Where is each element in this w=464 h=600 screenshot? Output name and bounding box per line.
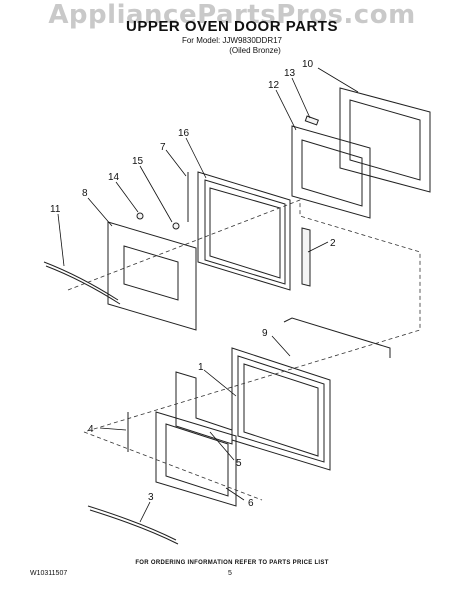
leader-10 bbox=[317, 67, 359, 93]
callout-16: 16 bbox=[178, 128, 190, 139]
callout-3: 3 bbox=[148, 492, 154, 503]
part-10-outer-glass bbox=[339, 87, 431, 193]
part-13-clip bbox=[304, 115, 319, 126]
part-9-wire bbox=[283, 317, 391, 358]
leader-13 bbox=[291, 77, 311, 119]
part-11-handle bbox=[43, 261, 119, 301]
callout-13: 13 bbox=[284, 68, 296, 79]
part-2-hinge bbox=[301, 227, 311, 287]
part-11-handle-edge bbox=[45, 265, 121, 305]
leader-15 bbox=[139, 165, 173, 223]
leader-6 bbox=[225, 487, 245, 501]
part-6-inner-window bbox=[165, 423, 229, 497]
part-1-frame-edge bbox=[237, 355, 325, 463]
leader-3 bbox=[139, 501, 151, 523]
leader-14 bbox=[115, 181, 139, 213]
assembly-line-lower bbox=[83, 431, 263, 501]
part-15-bumper bbox=[172, 222, 180, 230]
part-16-door-liner bbox=[197, 171, 291, 291]
model-line: For Model: JJW9830DDR17 bbox=[181, 36, 283, 45]
leader-9 bbox=[271, 335, 291, 357]
assembly-line-upper bbox=[67, 199, 421, 433]
callout-1: 1 bbox=[198, 362, 204, 373]
part-16-liner-window bbox=[209, 187, 281, 279]
page-title: UPPER OVEN DOOR PARTS bbox=[126, 18, 338, 35]
part-1-frame-window bbox=[243, 363, 319, 457]
leader-4 bbox=[99, 427, 127, 431]
part-8-glass-window bbox=[123, 245, 179, 301]
watermark: AppliancePartsPros.com bbox=[48, 0, 416, 30]
leader-8 bbox=[87, 197, 113, 227]
part-3-trim-edge bbox=[89, 509, 179, 545]
callout-12: 12 bbox=[268, 80, 280, 91]
part-5-insulation bbox=[175, 371, 233, 445]
callout-8: 8 bbox=[82, 188, 88, 199]
leader-16 bbox=[185, 137, 207, 179]
part-1-door-frame bbox=[231, 347, 331, 471]
part-12-gasket-inner bbox=[301, 139, 363, 207]
callout-7: 7 bbox=[160, 142, 166, 153]
part-3-bottom-trim bbox=[87, 505, 177, 541]
part-6-inner-frame bbox=[155, 411, 237, 507]
part-16-liner-edge bbox=[204, 179, 286, 285]
callout-6: 6 bbox=[248, 498, 254, 509]
leader-11 bbox=[57, 213, 65, 267]
callout-4: 4 bbox=[88, 424, 94, 435]
leader-5 bbox=[209, 431, 235, 461]
page-number: 5 bbox=[228, 570, 232, 577]
leader-1 bbox=[203, 369, 237, 397]
leader-7 bbox=[165, 149, 187, 177]
callout-14: 14 bbox=[108, 172, 120, 183]
callout-15: 15 bbox=[132, 156, 144, 167]
document-number: W10311507 bbox=[30, 570, 68, 577]
variant-label: (Oiled Bronze) bbox=[229, 46, 281, 55]
callout-10: 10 bbox=[302, 59, 314, 70]
leader-12 bbox=[275, 89, 297, 131]
callout-2: 2 bbox=[330, 238, 336, 249]
part-8-front-glass bbox=[107, 221, 197, 331]
callout-5: 5 bbox=[236, 458, 242, 469]
leader-2 bbox=[307, 241, 329, 253]
part-14-bumper bbox=[136, 212, 144, 220]
part-10-glass-window bbox=[349, 99, 421, 181]
callout-11: 11 bbox=[50, 204, 61, 215]
callout-9: 9 bbox=[262, 328, 268, 339]
part-12-gasket-frame bbox=[291, 125, 371, 219]
ordering-note: FOR ORDERING INFORMATION REFER TO PARTS … bbox=[135, 560, 329, 566]
